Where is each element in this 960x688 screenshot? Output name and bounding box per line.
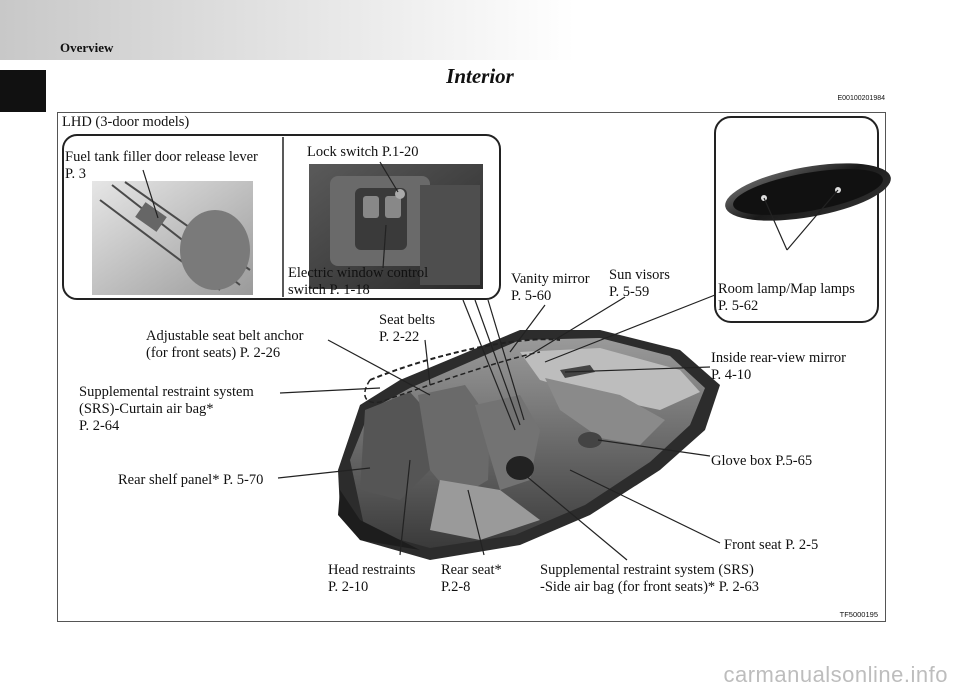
header-band (0, 0, 575, 60)
callout-head-restraints: Head restraints P. 2-10 (328, 562, 416, 595)
callout-room-lamp: Room lamp/Map lamps P. 5-62 (718, 281, 855, 314)
leader-lines (142, 161, 839, 561)
page-title: Interior (446, 64, 514, 88)
callout-inside-rear-view-mirror: Inside rear-view mirror P. 4-10 (711, 350, 846, 383)
callout-lock-switch: Lock switch P.1-20 (307, 144, 419, 160)
callout-electric-window-switch: Electric window control switch P. 1-18 (288, 265, 429, 298)
inset-panel-room-lamp (714, 116, 891, 323)
callout-glove-box: Glove box P.5-65 (711, 453, 813, 469)
callout-sun-visors: Sun visors P. 5-59 (609, 267, 670, 300)
watermark: carmanualsonline.info (723, 662, 948, 687)
model-label: LHD (3-door models) (62, 114, 190, 130)
page-code: E00100201984 (837, 95, 886, 102)
callout-curtain-airbag: Supplemental restraint system (SRS)-Curt… (79, 384, 254, 434)
callout-rear-shelf-panel: Rear shelf panel* P. 5-70 (118, 472, 264, 488)
car-cutaway (338, 330, 720, 560)
callout-rear-seat: Rear seat* P.2-8 (441, 562, 502, 595)
section-tab (0, 70, 46, 112)
figure-ref-id: TF5000195 (839, 610, 878, 619)
inset-panel-switches (62, 134, 501, 300)
callout-front-seat: Front seat P. 2-5 (724, 537, 819, 553)
figure-frame (57, 112, 886, 622)
callout-seat-belt-anchor: Adjustable seat belt anchor (for front s… (146, 328, 304, 361)
callout-vanity-mirror: Vanity mirror P. 5-60 (511, 271, 590, 304)
section-label: Overview (60, 40, 114, 55)
callout-side-airbag: Supplemental restraint system (SRS) -Sid… (540, 562, 760, 595)
callout-seat-belts: Seat belts P. 2-22 (379, 312, 435, 345)
callout-fuel-tank-release: Fuel tank filler door release lever P. 3 (65, 149, 258, 182)
